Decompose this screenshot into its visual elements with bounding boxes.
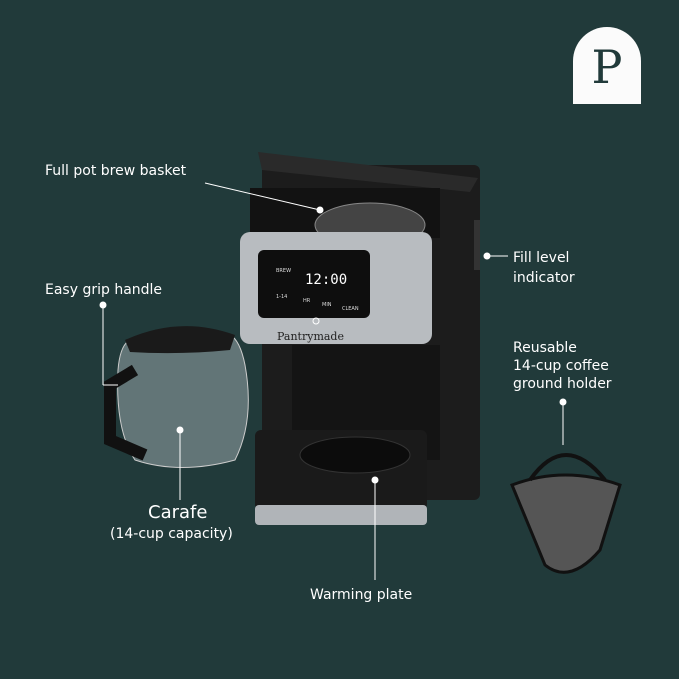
- clean-button: CLEAN: [342, 306, 359, 312]
- filter-basket: [510, 473, 622, 574]
- callout-handle: Easy grip handle: [45, 282, 163, 298]
- min-button: MIN: [322, 302, 332, 308]
- hr-button: HR: [303, 298, 311, 304]
- clock-display: 12:00: [305, 272, 348, 288]
- callout-carafe-capacity: (14-cup capacity): [110, 526, 233, 542]
- brew-label: BREW: [276, 268, 292, 274]
- callout-fill-level-2: indicator: [513, 270, 575, 286]
- brand-logo: P: [573, 27, 641, 104]
- callout-holder-3: ground holder: [513, 376, 612, 392]
- brand-name: Pantrymade: [277, 330, 344, 343]
- callout-holder-2: 14-cup coffee: [513, 358, 609, 374]
- callout-fill-level-1: Fill level: [513, 250, 570, 266]
- carafe-handle: [104, 364, 148, 461]
- fill-level-window: [474, 220, 480, 270]
- callout-warming-plate: Warming plate: [310, 587, 413, 603]
- power-icon: [312, 317, 320, 325]
- carafe-lid: [125, 326, 235, 354]
- control-display: [258, 250, 370, 318]
- warming-plate: [299, 436, 411, 474]
- callout-brew-basket: Full pot brew basket: [45, 163, 187, 179]
- carafe: [117, 334, 249, 468]
- lid: [258, 152, 478, 192]
- base-steel-band: [255, 505, 427, 525]
- callout-holder-1: Reusable: [513, 340, 577, 356]
- callout-carafe: Carafe: [148, 502, 208, 523]
- cups-label: 1-14: [276, 294, 288, 300]
- filter-handle: [528, 453, 607, 482]
